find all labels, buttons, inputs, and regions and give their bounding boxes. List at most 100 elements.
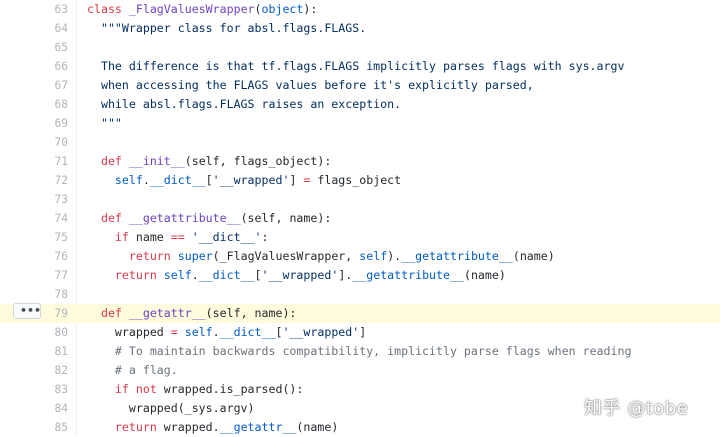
code-token: : — [261, 230, 269, 244]
code-text: return super(_FlagValuesWrapper, self)._… — [87, 247, 555, 266]
code-token: [ — [254, 268, 262, 282]
code-token: """Wrapper class for absl.flags.FLAGS. — [87, 21, 367, 35]
code-line: 84 wrapped(_sys.argv) — [0, 399, 720, 418]
line-number[interactable]: 73 — [54, 193, 68, 206]
code-token: '__wrapped' — [282, 325, 360, 339]
line-number[interactable]: 83 — [54, 383, 68, 396]
code-token: __getattr__ — [128, 306, 206, 320]
line-number[interactable]: 65 — [54, 41, 68, 54]
code-token: (self, flags_object): — [184, 154, 332, 168]
code-text: if name == '__dict__': — [87, 228, 269, 247]
code-token: when accessing the FLAGS values before i… — [87, 78, 534, 92]
code-line: 76 return super(_FlagValuesWrapper, self… — [0, 247, 720, 266]
code-text: def __getattr__(self, name): — [87, 304, 296, 323]
code-line: 85 return wrapped.__getattr__(name) — [0, 418, 720, 437]
watermark: 知乎 @tobe — [584, 398, 689, 419]
code-text: # To maintain backwards compatibility, i… — [87, 342, 632, 361]
code-token: flags_object — [310, 173, 402, 187]
line-number[interactable]: 76 — [54, 250, 68, 263]
line-number[interactable]: 79 — [54, 307, 68, 320]
code-token: (name) — [512, 249, 555, 263]
code-token: . — [191, 268, 199, 282]
code-token: ]. — [338, 268, 353, 282]
code-text: # a flag. — [87, 361, 178, 380]
code-token: (_FlagValuesWrapper, — [212, 249, 360, 263]
line-number[interactable]: 70 — [54, 136, 68, 149]
line-number[interactable]: 67 — [54, 79, 68, 92]
code-text: self.__dict__['__wrapped'] = flags_objec… — [87, 171, 401, 190]
code-token — [87, 154, 101, 168]
line-number[interactable]: 66 — [54, 60, 68, 73]
code-token: return — [114, 268, 164, 282]
code-token — [87, 344, 115, 358]
code-token — [87, 230, 115, 244]
gutter-divider — [76, 0, 77, 435]
code-token: (name) — [296, 420, 339, 434]
code-token: _FlagValuesWrapper — [128, 2, 255, 16]
code-token: wrapped(_sys.argv) — [87, 401, 255, 415]
code-token: super — [177, 249, 213, 263]
code-token: if — [114, 230, 129, 244]
code-token: ( — [254, 2, 262, 16]
code-token: __init__ — [128, 154, 185, 168]
code-line: 82 # a flag. — [0, 361, 720, 380]
code-token — [87, 268, 115, 282]
line-number[interactable]: 63 — [54, 3, 68, 16]
line-number[interactable]: 68 — [54, 98, 68, 111]
code-token: name — [128, 230, 171, 244]
line-number[interactable]: 75 — [54, 231, 68, 244]
line-number[interactable]: 80 — [54, 326, 68, 339]
code-token: __getattribute__ — [401, 249, 513, 263]
code-token: __getattribute__ — [128, 211, 241, 225]
code-text: if not wrapped.is_parsed(): — [87, 380, 303, 399]
code-token — [87, 173, 115, 187]
line-number[interactable]: 85 — [54, 421, 68, 434]
code-token: __getattribute__ — [352, 268, 464, 282]
code-token — [87, 363, 115, 377]
code-token: return — [114, 420, 157, 434]
code-token: . — [212, 325, 220, 339]
code-text: while absl.flags.FLAGS raises an excepti… — [87, 95, 401, 114]
code-token: __getattr__ — [219, 420, 297, 434]
code-token: object — [261, 2, 304, 16]
line-number[interactable]: 71 — [54, 155, 68, 168]
code-text: return self.__dict__['__wrapped'].__geta… — [87, 266, 506, 285]
expand-lines-button[interactable]: ••• — [13, 303, 41, 319]
code-text: def __getattribute__(self, name): — [87, 209, 331, 228]
code-text: class _FlagValuesWrapper(object): — [87, 0, 317, 19]
code-token — [87, 249, 129, 263]
code-token: # To maintain backwards compatibility, i… — [114, 344, 632, 358]
code-token: == — [170, 230, 185, 244]
line-number[interactable]: 82 — [54, 364, 68, 377]
code-token: '__wrapped' — [261, 268, 339, 282]
code-token: while absl.flags.FLAGS raises an excepti… — [87, 97, 402, 111]
line-number[interactable]: 77 — [54, 269, 68, 282]
line-number[interactable]: 84 — [54, 402, 68, 415]
line-number[interactable]: 81 — [54, 345, 68, 358]
code-line: 77 return self.__dict__['__wrapped'].__g… — [0, 266, 720, 285]
code-token: [ — [205, 173, 213, 187]
line-number[interactable]: 78 — [54, 288, 68, 301]
line-number[interactable]: 72 — [54, 174, 68, 187]
code-line: 80 wrapped = self.__dict__['__wrapped'] — [0, 323, 720, 342]
code-token — [185, 230, 192, 244]
code-token — [87, 382, 115, 396]
code-line: 75 if name == '__dict__': — [0, 228, 720, 247]
line-number[interactable]: 69 — [54, 117, 68, 130]
code-token: if not — [114, 382, 157, 396]
code-token: The difference is that tf.flags.FLAGS im… — [87, 59, 625, 73]
code-token: __dict__ — [149, 173, 206, 187]
code-token: wrapped.is_parsed(): — [156, 382, 304, 396]
code-text: when accessing the FLAGS values before i… — [87, 76, 534, 95]
code-token — [87, 306, 101, 320]
code-line: 69 """ — [0, 114, 720, 133]
line-number[interactable]: 74 — [54, 212, 68, 225]
code-line-highlighted: 79 def __getattr__(self, name): — [0, 304, 720, 323]
code-token: = — [303, 173, 311, 187]
code-line: 73 — [0, 190, 720, 209]
code-line: 74 def __getattribute__(self, name): — [0, 209, 720, 228]
code-line: 68 while absl.flags.FLAGS raises an exce… — [0, 95, 720, 114]
line-number[interactable]: 64 — [54, 22, 68, 35]
code-token: [ — [275, 325, 283, 339]
code-text: wrapped(_sys.argv) — [87, 399, 255, 418]
